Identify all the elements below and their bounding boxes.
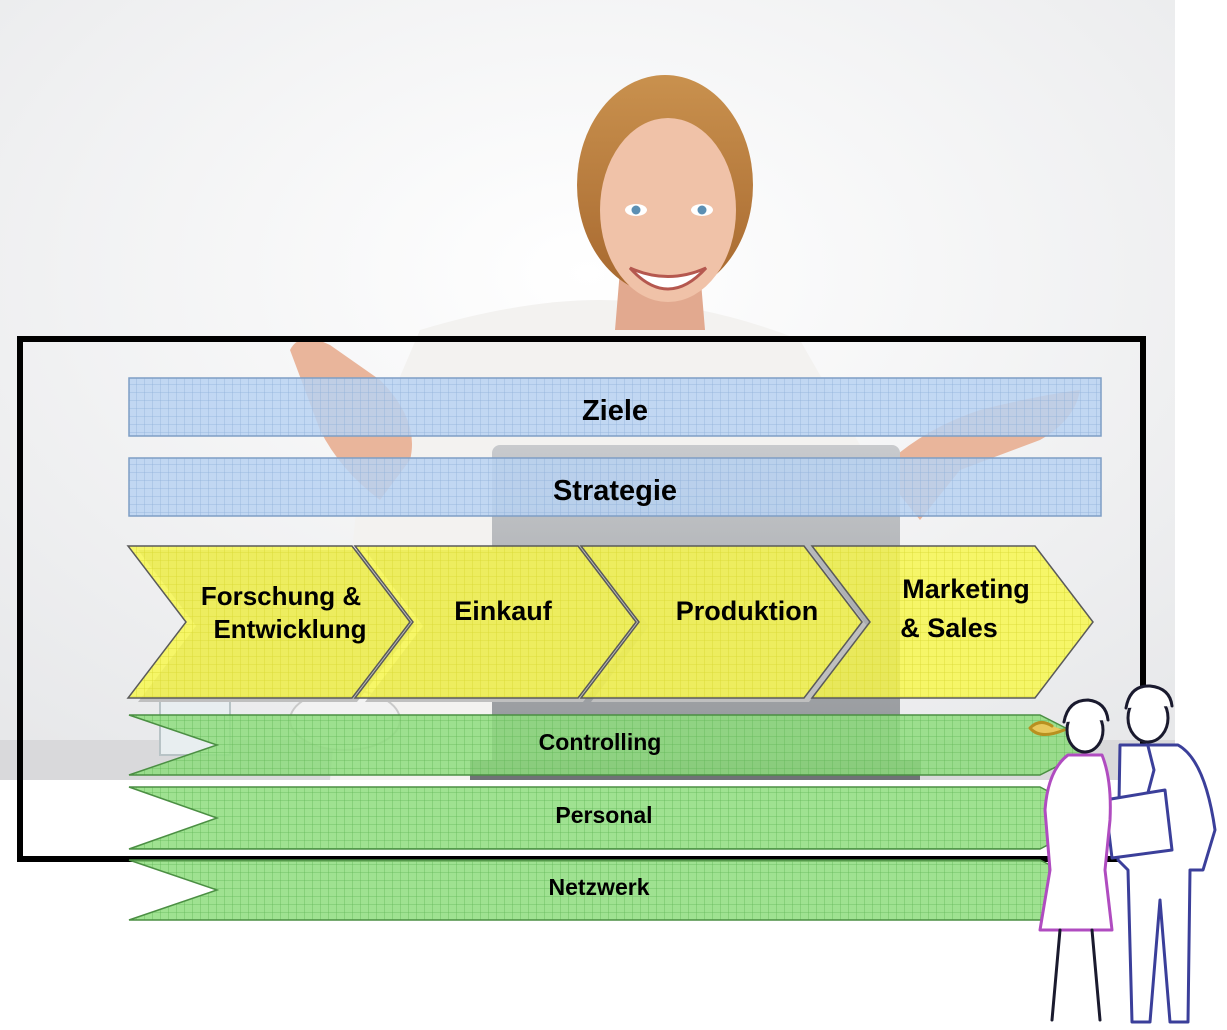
document bbox=[1103, 788, 1174, 860]
woman-hair bbox=[1062, 698, 1110, 724]
chain-forschung-line1: Forschung & bbox=[201, 581, 361, 611]
smile bbox=[628, 266, 708, 291]
chevron-marketing bbox=[810, 545, 1094, 699]
chain-marketing-line1: Marketing bbox=[902, 574, 1030, 604]
chevron-einkauf bbox=[353, 545, 641, 702]
strategie-label: Strategie bbox=[553, 475, 677, 507]
man-body bbox=[1116, 743, 1217, 1024]
iris-right bbox=[697, 205, 707, 215]
ziele-label: Ziele bbox=[582, 395, 648, 427]
woman-legs bbox=[1050, 928, 1102, 1022]
chain-forschung-line2: Entwicklung bbox=[213, 614, 366, 644]
ziele-bar bbox=[128, 377, 1102, 437]
chain-marketing-line2: & Sales bbox=[900, 613, 998, 643]
business-couple-clipart bbox=[1028, 684, 1217, 1024]
support-bar-personal bbox=[128, 786, 1101, 850]
chain-einkauf-label: Einkauf bbox=[454, 596, 553, 626]
woman-body bbox=[1038, 753, 1114, 932]
man-tie bbox=[1144, 744, 1156, 802]
chevron-forschung bbox=[126, 545, 415, 702]
woman-ponytail bbox=[1028, 721, 1066, 736]
support-bar-netzwerk bbox=[128, 859, 1101, 921]
face bbox=[600, 118, 736, 302]
support-bar-controlling bbox=[128, 714, 1101, 776]
chain-produktion-label: Produktion bbox=[676, 596, 819, 626]
support-netzwerk-label: Netzwerk bbox=[549, 874, 650, 900]
iris-left bbox=[631, 205, 641, 215]
man-hair bbox=[1124, 684, 1174, 710]
chevron-produktion bbox=[579, 545, 867, 702]
strategie-bar bbox=[128, 457, 1102, 517]
support-controlling-label: Controlling bbox=[539, 729, 662, 755]
support-personal-label: Personal bbox=[555, 802, 652, 828]
outer-frame bbox=[17, 336, 1146, 862]
